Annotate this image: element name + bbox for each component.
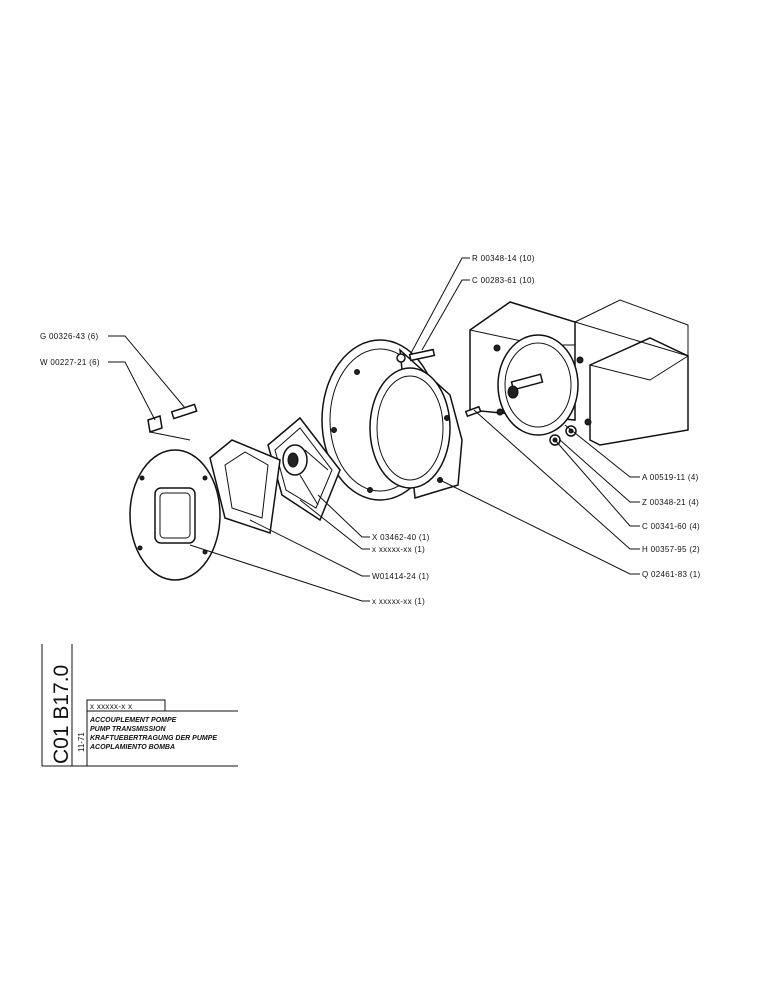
- bell-housing: [321, 339, 463, 501]
- label-w-01414: W01414-24 (1): [372, 572, 429, 581]
- flange-plate: [129, 449, 221, 581]
- label-q-02461: Q 02461-83 (1): [642, 570, 700, 579]
- drawing-date: 11-71: [77, 732, 86, 752]
- title-fr: ACCOUPLEMENT POMPE: [89, 717, 177, 724]
- label-x-03462: X 03462-40 (1): [372, 533, 430, 542]
- label-a-00519: A 00519-11 (4): [642, 473, 699, 482]
- title-de: KRAFTUEBERTRAGUNG DER PUMPE: [90, 735, 217, 742]
- title-es: ACOPLAMIENTO BOMBA: [89, 744, 175, 751]
- label-w-00227: W 00227-21 (6): [40, 358, 100, 367]
- label-c-00283: C 00283-61 (10): [472, 276, 535, 285]
- coupling-hub: [267, 416, 341, 522]
- spacer-ring: [209, 439, 281, 534]
- label-xxxx-1: x xxxxx-xx (1): [372, 545, 425, 554]
- label-g-00326: G 00326-43 (6): [40, 332, 98, 341]
- engine-block: [469, 299, 689, 446]
- title-block: C01 B17.0 11-71 x xxxxx-x x ACCOUPLEMENT…: [41, 644, 238, 767]
- label-h-00357: H 00357-95 (2): [642, 545, 700, 554]
- label-z-00348: Z 00348-21 (4): [642, 498, 699, 507]
- label-c-00341: C 00341-60 (4): [642, 522, 700, 531]
- leader-lines: [108, 257, 640, 602]
- label-xxxx-2: x xxxxx-xx (1): [372, 597, 425, 606]
- bolt-washer-left: [147, 403, 198, 441]
- drawing-code: C01 B17.0: [50, 665, 73, 764]
- title-en: PUMP TRANSMISSION: [90, 726, 167, 733]
- drawing-reference: x xxxxx-x x: [90, 702, 132, 711]
- bolt-washer-top: [396, 348, 436, 363]
- label-r-00348: R 00348-14 (10): [472, 254, 535, 263]
